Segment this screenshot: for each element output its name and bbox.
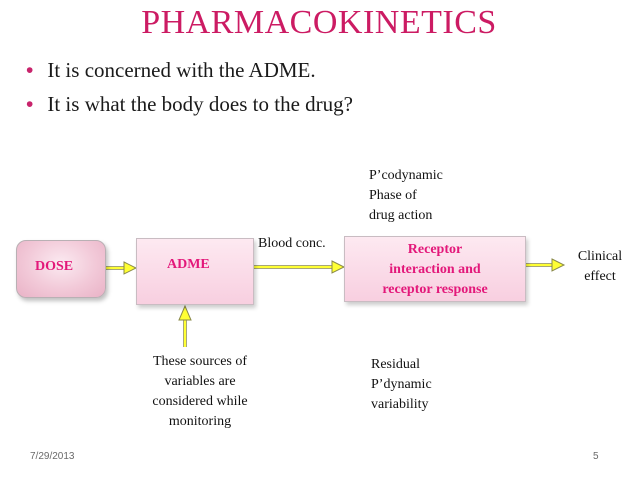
pcodynamic-line: drug action — [369, 208, 433, 223]
clinical-effect-label: Clinical effect — [560, 247, 638, 287]
arrow-adme-to-receptor — [254, 260, 346, 274]
dose-box: DOSE — [16, 240, 106, 298]
dose-label: DOSE — [35, 259, 74, 274]
pcodynamic-line: Phase of — [369, 188, 417, 203]
clinical-line: effect — [584, 269, 616, 284]
page-number: 5 — [593, 451, 599, 462]
sources-line: These sources of — [152, 354, 248, 369]
sources-line: monitoring — [168, 414, 232, 429]
residual-line: Residual — [371, 357, 420, 372]
sources-note: These sources of variables are considere… — [116, 352, 284, 432]
bullet-text: It is what the body does to the drug? — [47, 92, 353, 116]
adme-box: ADME — [136, 238, 254, 305]
receptor-line: Receptor — [407, 242, 463, 257]
slide-title: PHARMACOKINETICS — [141, 4, 497, 41]
residual-line: P’dynamic — [371, 377, 432, 392]
residual-line: variability — [371, 397, 429, 412]
sources-line: considered while — [152, 394, 248, 409]
clinical-line: Clinical — [577, 249, 623, 264]
receptor-line: interaction and — [389, 262, 481, 277]
residual-note: Residual P’dynamic variability — [371, 355, 432, 415]
receptor-line: receptor response — [382, 282, 488, 297]
arrow-sources-to-adme — [178, 304, 192, 347]
blood-conc-label: Blood conc. — [258, 236, 326, 251]
arrow-dose-to-adme — [106, 261, 138, 275]
bullet-item: • It is what the body does to the drug? — [26, 92, 353, 117]
receptor-box: Receptor interaction and receptor respon… — [344, 236, 526, 302]
bullet-text: It is concerned with the ADME. — [47, 58, 316, 82]
bullet-dot-icon: • — [26, 59, 34, 82]
pcodynamic-line: P’codynamic — [369, 168, 443, 183]
arrow-receptor-to-clinical — [526, 258, 566, 272]
adme-label: ADME — [167, 257, 210, 272]
bullet-item: • It is concerned with the ADME. — [26, 58, 316, 83]
pcodynamic-note: P’codynamic Phase of drug action — [369, 166, 443, 226]
sources-line: variables are — [164, 374, 236, 389]
footer-date: 7/29/2013 — [30, 451, 75, 462]
bullet-dot-icon: • — [26, 93, 34, 116]
